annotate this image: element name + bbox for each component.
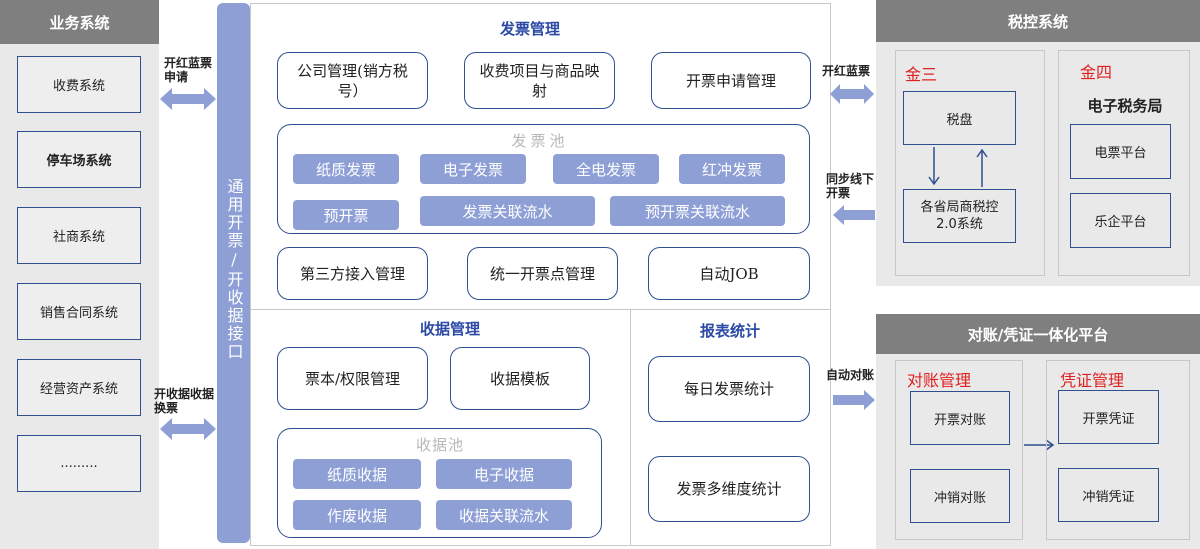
pill-receipt-flow[interactable]: 收据关联流水	[436, 500, 572, 530]
tax-system-title: 税控系统	[876, 0, 1200, 42]
invoice-pool	[277, 124, 810, 234]
pill-pre-invoice[interactable]: 预开票	[293, 200, 399, 230]
system-sales-contract[interactable]: 销售合同系统	[17, 283, 141, 340]
jinsan-frame	[895, 50, 1045, 276]
sync-arrows-icon	[928, 147, 988, 187]
arrow-label-receipt: 开收据收据换票	[154, 387, 215, 415]
invoice-apply-box[interactable]: 开票申请管理	[651, 52, 811, 109]
recon-platform-title: 对账/凭证一体化平台	[876, 314, 1200, 354]
system-charge[interactable]: 收费系统	[17, 56, 141, 113]
pill-paper-receipt[interactable]: 纸质收据	[293, 459, 421, 489]
multi-dim-stats-box[interactable]: 发票多维度统计	[648, 456, 810, 522]
divider-horizontal	[250, 309, 831, 310]
system-parking[interactable]: 停车场系统	[17, 131, 141, 188]
writeoff-voucher-box[interactable]: 冲销凭证	[1058, 468, 1159, 522]
invoice-voucher-box[interactable]: 开票凭证	[1058, 390, 1159, 444]
pill-invoice-flow[interactable]: 发票关联流水	[420, 196, 595, 226]
receipt-pool-title: 收据池	[415, 436, 464, 454]
leqi-platform-box[interactable]: 乐企平台	[1070, 193, 1171, 248]
e-tax-bureau-title: 电子税务局	[1087, 97, 1163, 115]
double-arrow-icon	[160, 88, 216, 110]
receipt-template-box[interactable]: 收据模板	[450, 347, 590, 410]
double-arrow-icon	[160, 418, 216, 440]
system-asset[interactable]: 经营资产系统	[17, 359, 141, 416]
fee-item-mapping-box[interactable]: 收费项目与商品映射	[464, 52, 615, 109]
invoice-recon-box[interactable]: 开票对账	[910, 391, 1010, 445]
tax-disk-box[interactable]: 税盘	[903, 91, 1016, 145]
pill-red-invoice[interactable]: 红冲发票	[679, 154, 785, 184]
third-party-access-box[interactable]: 第三方接入管理	[277, 247, 428, 300]
daily-invoice-stats-box[interactable]: 每日发票统计	[648, 356, 810, 422]
invoice-mgmt-title: 发票管理	[499, 20, 560, 38]
system-more[interactable]: .........	[17, 435, 141, 492]
auto-job-box[interactable]: 自动JOB	[648, 247, 810, 300]
pill-e-receipt[interactable]: 电子收据	[436, 459, 572, 489]
receipt-pool	[277, 428, 602, 538]
arrow-label-sync-offline: 同步线下开票	[826, 172, 875, 200]
e-invoice-platform-box[interactable]: 电票平台	[1070, 124, 1171, 179]
business-systems-title: 业务系统	[0, 0, 159, 44]
pill-void-receipt[interactable]: 作废收据	[293, 500, 421, 530]
jinsi-frame	[1058, 50, 1190, 276]
pill-full-digital-invoice[interactable]: 全电发票	[553, 154, 659, 184]
interface-label: 通用开票/开收据接口	[224, 178, 244, 361]
jinsan-title: 金三	[905, 65, 938, 84]
voucher-mgmt-title: 凭证管理	[1060, 371, 1125, 390]
right-arrow-icon	[1024, 439, 1055, 451]
arrow-label-auto-recon: 自动对账	[826, 368, 875, 382]
invoice-pool-title: 发票池	[511, 132, 569, 150]
pill-e-invoice[interactable]: 电子发票	[420, 154, 526, 184]
center-frame	[250, 3, 831, 546]
right-arrow-icon	[833, 390, 875, 410]
left-arrow-icon	[833, 205, 875, 225]
receipt-mgmt-title: 收据管理	[419, 320, 480, 338]
double-arrow-icon	[830, 84, 874, 104]
report-title: 报表统计	[699, 322, 760, 340]
system-community-business[interactable]: 社商系统	[17, 207, 141, 264]
writeoff-recon-box[interactable]: 冲销对账	[910, 469, 1010, 523]
jinsi-title: 金四	[1080, 63, 1113, 82]
pill-pre-invoice-flow[interactable]: 预开票关联流水	[610, 196, 785, 226]
recon-mgmt-frame	[895, 360, 1023, 540]
divider-vertical	[630, 309, 631, 546]
unified-invoice-point-box[interactable]: 统一开票点管理	[467, 247, 618, 300]
company-mgmt-box[interactable]: 公司管理(销方税号）	[277, 52, 428, 109]
arrow-label-red-blue-issue: 开红蓝票	[822, 64, 871, 78]
pill-paper-invoice[interactable]: 纸质发票	[293, 154, 399, 184]
provincial-tax-control-box[interactable]: 各省局商税控2.0系统	[903, 189, 1016, 243]
ticketbook-permission-box[interactable]: 票本/权限管理	[277, 347, 428, 410]
arrow-label-red-blue-apply: 开红蓝票申请	[164, 56, 213, 84]
interface-bar	[217, 3, 250, 543]
recon-mgmt-title: 对账管理	[907, 371, 972, 390]
voucher-mgmt-frame	[1046, 360, 1190, 540]
